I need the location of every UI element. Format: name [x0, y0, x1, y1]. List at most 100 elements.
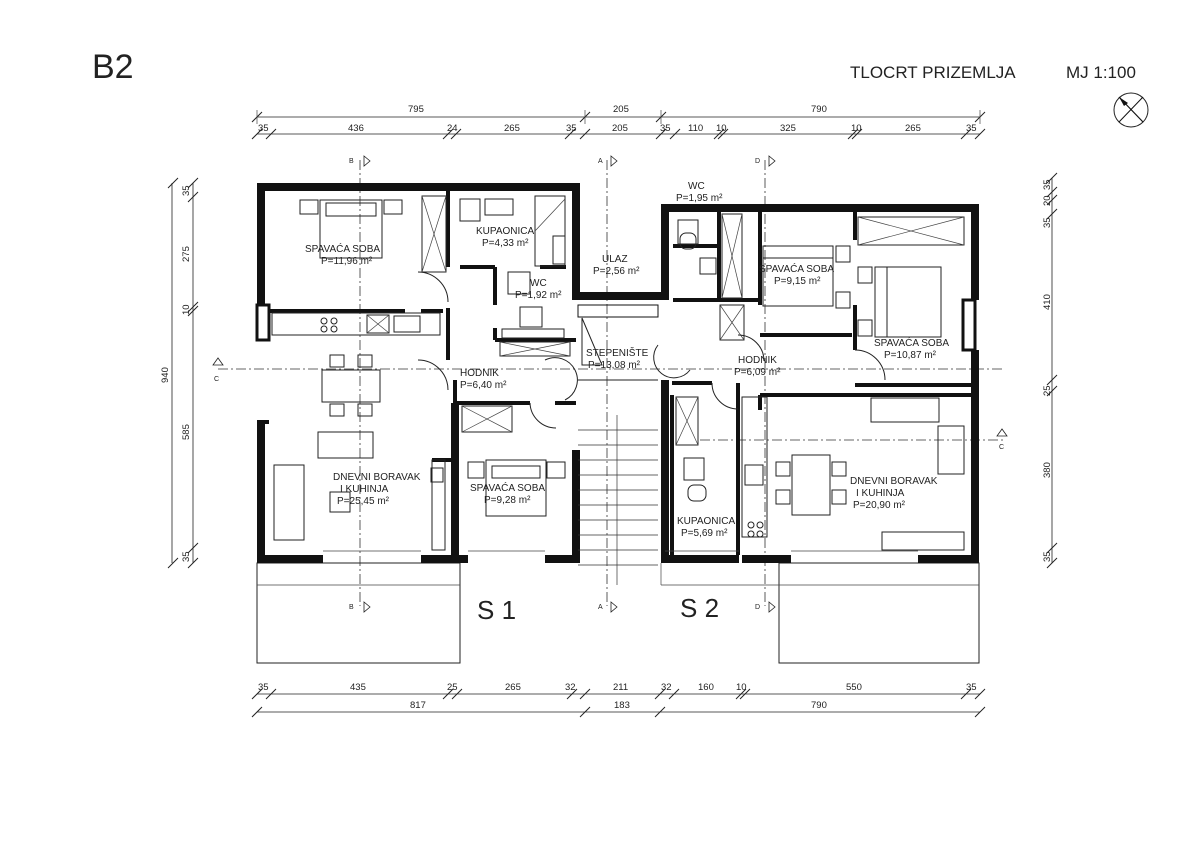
- room-name: WC: [688, 181, 705, 192]
- dim-td-4: 265: [504, 123, 520, 134]
- dim-td-6: 205: [612, 123, 628, 134]
- room-name: SPAVAĆA SOBA: [874, 336, 949, 349]
- svg-text:B: B: [349, 604, 354, 611]
- dim-td-1: 35: [258, 123, 269, 134]
- dim-r-1: 35: [1042, 179, 1053, 190]
- dim-bd-1: 35: [258, 682, 269, 693]
- right-dimensions: 35 20 35 410 25 380 35: [1042, 172, 1058, 569]
- room-area: P=20,90 m²: [853, 500, 906, 511]
- dim-td-2: 436: [348, 123, 364, 134]
- room-name: KUPAONICA: [476, 226, 534, 237]
- dim-r-6: 380: [1042, 462, 1053, 478]
- svg-text:D: D: [755, 604, 760, 611]
- apartment-s2-furniture: [665, 213, 965, 552]
- room-area: P=5,69 m²: [681, 528, 728, 539]
- dim-l-3: 10: [181, 304, 192, 315]
- dim-r-3: 35: [1042, 217, 1053, 228]
- terraces: [256, 562, 980, 664]
- room-area: P=6,09 m²: [734, 367, 781, 378]
- room-labels: SPAVAĆA SOBA P=11,96 m² KUPAONICA P=4,33…: [305, 181, 949, 539]
- dim-r-7: 35: [1042, 551, 1053, 562]
- dim-bd-8: 160: [698, 682, 714, 693]
- apartment-s2-walls: [661, 204, 979, 563]
- apartment-s1-walls: [255, 183, 580, 563]
- dim-bd-10: 550: [846, 682, 862, 693]
- room-name: SPAVAĆA SOBA: [305, 242, 380, 255]
- dim-td-9: 10: [716, 123, 727, 134]
- dim-bo-2: 183: [614, 700, 630, 711]
- room-area: P=13,08 m²: [588, 360, 641, 371]
- room-name: HODNIK: [738, 355, 777, 366]
- room-name: DNEVNI BORAVAK: [850, 476, 938, 487]
- north-arrow-icon: [1113, 92, 1149, 128]
- dim-r-5: 25: [1042, 385, 1053, 396]
- room-area: P=11,96 m²: [321, 256, 373, 267]
- room-name: SPAVAĆA SOBA: [759, 262, 834, 275]
- top-detail-dimension: 35 436 24 265 35 205 35 110 10 325 10 26…: [251, 123, 986, 140]
- dim-r-4: 410: [1042, 294, 1053, 310]
- room-area: P=9,28 m²: [484, 495, 531, 506]
- room-name-2: I KUHINJA: [340, 484, 389, 495]
- sheet-scale: MJ 1:100: [1066, 63, 1136, 82]
- svg-text:B: B: [349, 158, 354, 165]
- svg-text:C: C: [214, 376, 219, 383]
- dim-bd-7: 32: [661, 682, 672, 693]
- room-name: HODNIK: [460, 368, 499, 379]
- left-dimensions: 35 275 10 940 585 35: [160, 177, 199, 569]
- sheet-code: B2: [92, 48, 134, 86]
- room-area: P=10,87 m²: [884, 350, 937, 361]
- dim-bd-9: 10: [736, 682, 747, 693]
- bottom-overall-dimension: 817 183 790: [251, 700, 986, 718]
- dim-td-13: 35: [966, 123, 977, 134]
- dim-l-5: 585: [181, 424, 192, 440]
- dim-td-7: 35: [660, 123, 671, 134]
- dim-td-3: 24: [447, 123, 458, 134]
- dim-top-1: 795: [408, 104, 424, 115]
- dim-td-12: 265: [905, 123, 921, 134]
- dim-bo-1: 817: [410, 700, 426, 711]
- dim-bd-2: 435: [350, 682, 366, 693]
- room-area: P=9,15 m²: [774, 276, 821, 287]
- dim-l-6: 35: [181, 551, 192, 562]
- room-name-2: I KUHINJA: [856, 488, 905, 499]
- apartment-s1-furniture: [271, 195, 571, 552]
- dim-bd-6: 211: [613, 682, 628, 693]
- room-name: SPAVAĆA SOBA: [470, 481, 545, 494]
- dim-td-10: 325: [780, 123, 796, 134]
- svg-text:D: D: [755, 158, 760, 165]
- room-name: STEPENIŠTE: [586, 346, 649, 359]
- svg-text:C: C: [999, 444, 1004, 451]
- room-area: P=4,33 m²: [482, 238, 529, 249]
- dim-td-11: 10: [851, 123, 862, 134]
- room-area: P=25,45 m²: [337, 496, 390, 507]
- dim-bd-5: 32: [565, 682, 576, 693]
- sheet-title: TLOCRT PRIZEMLJA: [850, 63, 1016, 82]
- room-area: P=6,40 m²: [460, 380, 507, 391]
- dim-top-2: 205: [613, 104, 629, 115]
- dim-r-2: 20: [1042, 195, 1053, 206]
- room-area: P=1,95 m²: [676, 193, 723, 204]
- dim-l-1: 35: [181, 185, 192, 196]
- room-name: KUPAONICA: [677, 516, 735, 527]
- dim-l-4: 940: [160, 367, 171, 383]
- dim-td-8: 110: [688, 123, 703, 134]
- apartment-label-s2: S 2: [680, 593, 719, 623]
- room-name: WC: [530, 278, 547, 289]
- top-overall-dimension: 795 205 790: [251, 104, 986, 124]
- dim-bd-4: 265: [505, 682, 521, 693]
- dim-top-3: 790: [811, 104, 827, 115]
- bottom-detail-dimension: 35 435 25 265 32 211 32 160 10 550 35: [251, 682, 986, 700]
- dim-td-5: 35: [566, 123, 577, 134]
- svg-text:A: A: [598, 604, 603, 611]
- room-name: DNEVNI BORAVAK: [333, 472, 421, 483]
- svg-text:A: A: [598, 158, 603, 165]
- room-name: ULAZ: [602, 254, 628, 265]
- dim-bd-11: 35: [966, 682, 977, 693]
- section-markers: B B A A D D C C: [212, 155, 1008, 613]
- dim-bd-3: 25: [447, 682, 458, 693]
- dim-l-2: 275: [181, 246, 192, 262]
- room-area: P=2,56 m²: [593, 266, 640, 277]
- dim-bo-3: 790: [811, 700, 827, 711]
- room-area: P=1,92 m²: [515, 290, 562, 301]
